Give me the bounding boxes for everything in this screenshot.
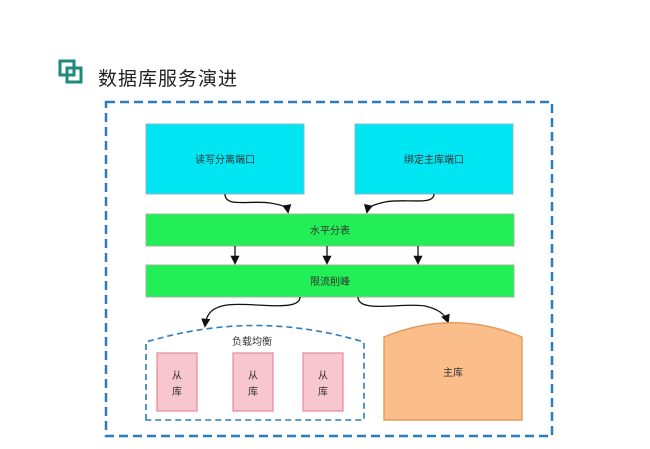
slave-db-2-label-top: 从 [248, 371, 258, 382]
slave-db-2-label-bottom: 库 [248, 385, 258, 398]
slave-db-3: 从 库 [302, 352, 344, 412]
slave-db-1: 从 库 [156, 352, 198, 412]
arrow-ratelimit-to-master [357, 296, 450, 324]
horizontal-shard-layer: 水平分表 [145, 213, 515, 247]
slave-db-2: 从 库 [232, 352, 274, 412]
horizontal-shard-label: 水平分表 [310, 224, 350, 237]
slave-db-3-label-bottom: 库 [318, 385, 328, 398]
rw-split-port-label: 读写分离端口 [195, 153, 255, 166]
arrow-ratelimit-to-loadbalance [201, 296, 301, 328]
slave-db-1-label-bottom: 库 [172, 385, 182, 398]
rate-limit-layer: 限流削峰 [145, 264, 515, 298]
arrow-rw-split-to-shard [224, 193, 292, 214]
slave-db-3-label-top: 从 [318, 371, 328, 382]
page-title: 数据库服务演进 [98, 68, 239, 90]
arrow-bind-master-to-shard [363, 193, 435, 214]
load-balance-label: 负载均衡 [232, 335, 272, 348]
title-squares-icon [58, 59, 83, 84]
load-balance-group: 负载均衡 从 库 从 库 从 库 [145, 324, 365, 421]
bind-master-port-box: 绑定主库端口 [354, 123, 514, 195]
rw-split-port-box: 读写分离端口 [145, 123, 305, 195]
slave-db-1-label-top: 从 [172, 371, 182, 382]
outer-frame [104, 100, 554, 438]
rate-limit-label: 限流削峰 [310, 275, 350, 288]
master-db-label: 主库 [443, 366, 463, 379]
bind-master-port-label: 绑定主库端口 [404, 153, 464, 166]
master-db: 主库 [383, 322, 523, 421]
